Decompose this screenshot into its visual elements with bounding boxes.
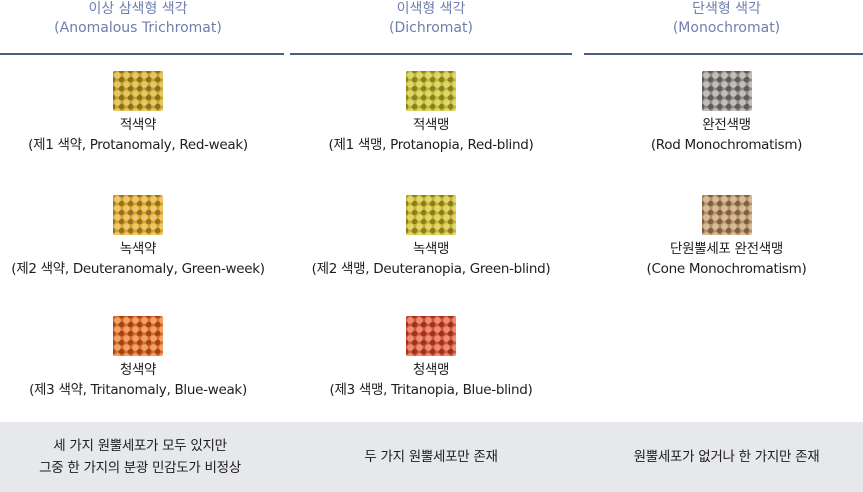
description-anomalous-trichromat: 세 가지 원뿔세포가 모두 있지만 그중 한 가지의 분광 민감도가 비정상 (0, 422, 280, 492)
item-subtitle: (제2 색맹, Deuteranopia, Green-blind) (311, 261, 551, 277)
item-tritanomaly: 청색약 (제3 색약, Tritanomaly, Blue-weak) (0, 316, 284, 400)
item-subtitle: (Cone Monochromatism) (646, 261, 807, 277)
column-dichromat: 이색형 색각 (Dichromat) 적색맹 (제1 색맹, Protanopi… (290, 0, 572, 398)
header-english: (Dichromat) (389, 20, 473, 36)
column-anomalous-trichromat: 이상 삼색형 색각 (Anomalous Trichromat) 적색약 (제1… (0, 0, 284, 398)
color-swatch-image (701, 195, 752, 235)
column-monochromat: 단색형 색각 (Monochromat) 완전색맹 (Rod Monochrom… (584, 0, 863, 277)
column-header: 이색형 색각 (Dichromat) (290, 0, 572, 55)
description-line: 세 가지 원뿔세포가 모두 있지만 (53, 438, 227, 454)
item-subtitle: (제3 색약, Tritanomaly, Blue-weak) (29, 382, 247, 398)
item-subtitle: (Rod Monochromatism) (650, 137, 803, 153)
header-english: (Monochromat) (672, 20, 781, 36)
item-tritanopia: 청색맹 (제3 색맹, Tritanopia, Blue-blind) (290, 316, 572, 400)
item-subtitle: (제3 색맹, Tritanopia, Blue-blind) (329, 382, 533, 398)
description-dichromat: 두 가지 원뿔세포만 존재 (290, 422, 572, 492)
color-swatch-image (406, 71, 456, 111)
color-swatch-image (113, 316, 163, 356)
header-korean: 이색형 색각 (396, 1, 466, 17)
header-korean: 이상 삼색형 색각 (88, 1, 188, 17)
color-swatch-image (406, 195, 456, 235)
description-line: 그중 한 가지의 분광 민감도가 비정상 (39, 460, 241, 476)
item-subtitle: (제1 색맹, Protanopia, Red-blind) (328, 137, 534, 153)
item-name: 녹색맹 (412, 241, 450, 257)
item-name: 적색맹 (412, 117, 450, 133)
item-protanomaly: 적색약 (제1 색약, Protanomaly, Red-weak) (0, 71, 284, 155)
item-name: 단원뿔세포 완전색맹 (669, 241, 784, 257)
item-subtitle: (제2 색약, Deuteranomaly, Green-week) (11, 261, 265, 277)
item-name: 녹색약 (119, 241, 157, 257)
column-header: 단색형 색각 (Monochromat) (584, 0, 863, 55)
description-line: 원뿔세포가 없거나 한 가지만 존재 (633, 449, 820, 465)
item-cone-monochromatism: 단원뿔세포 완전색맹 (Cone Monochromatism) (584, 195, 863, 279)
color-swatch-image (113, 195, 163, 235)
item-deuteranopia: 녹색맹 (제2 색맹, Deuteranopia, Green-blind) (290, 195, 572, 279)
item-subtitle: (제1 색약, Protanomaly, Red-weak) (28, 137, 248, 153)
color-swatch-image (113, 71, 163, 111)
item-deuteranomaly: 녹색약 (제2 색약, Deuteranomaly, Green-week) (0, 195, 284, 279)
column-header: 이상 삼색형 색각 (Anomalous Trichromat) (0, 0, 284, 55)
color-swatch-image (701, 71, 752, 111)
item-rod-monochromatism: 완전색맹 (Rod Monochromatism) (584, 71, 863, 155)
item-name: 청색약 (119, 362, 157, 378)
item-name: 청색맹 (412, 362, 450, 378)
header-english: (Anomalous Trichromat) (54, 20, 222, 36)
item-name: 완전색맹 (702, 117, 751, 133)
header-korean: 단색형 색각 (692, 1, 761, 17)
color-swatch-image (406, 316, 456, 356)
description-band: 세 가지 원뿔세포가 모두 있지만 그중 한 가지의 분광 민감도가 비정상 두… (0, 422, 863, 492)
description-line: 두 가지 원뿔세포만 존재 (364, 449, 498, 465)
item-name: 적색약 (119, 117, 157, 133)
item-protanopia: 적색맹 (제1 색맹, Protanopia, Red-blind) (290, 71, 572, 155)
description-monochromat: 원뿔세포가 없거나 한 가지만 존재 (584, 422, 863, 492)
